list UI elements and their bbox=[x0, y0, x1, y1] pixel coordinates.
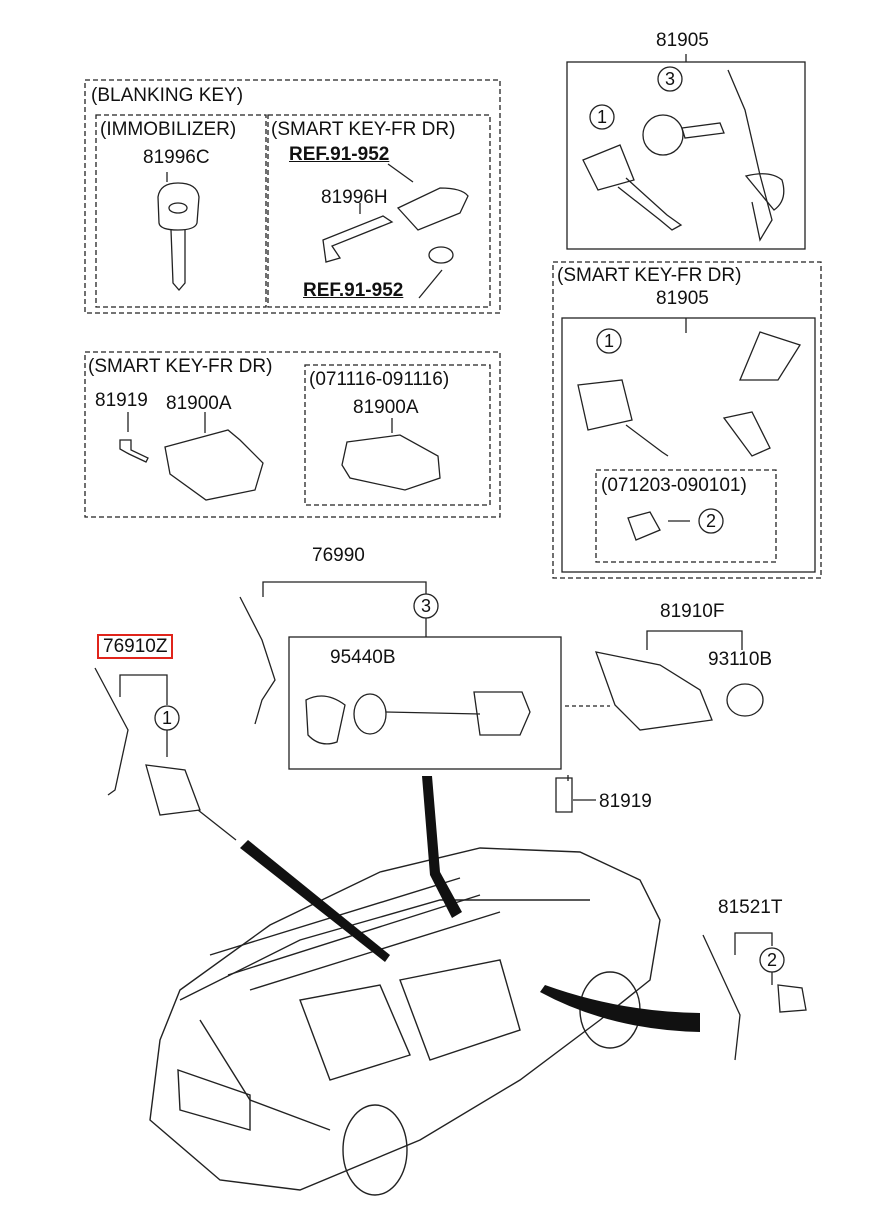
callout-1-smart: 1 bbox=[604, 331, 614, 351]
box-81905-smart bbox=[561, 317, 816, 573]
part-81905[interactable]: 81905 bbox=[656, 288, 709, 309]
group-period-2: (071203-090101) bbox=[601, 475, 747, 496]
box-95440b bbox=[288, 636, 562, 770]
part-81521t[interactable]: 81521T bbox=[718, 897, 783, 918]
part-81996c[interactable]: 81996C bbox=[143, 147, 210, 168]
part-81996h[interactable]: 81996H bbox=[321, 187, 388, 208]
callout-3-mid: 3 bbox=[421, 596, 431, 616]
part-76910z-highlighted[interactable]: 76910Z bbox=[97, 634, 174, 659]
part-81900a[interactable]: 81900A bbox=[166, 393, 232, 414]
part-81900a[interactable]: 81900A bbox=[353, 397, 419, 418]
key-drawings bbox=[119, 182, 469, 501]
part-76990[interactable]: 76990 bbox=[312, 545, 365, 566]
vehicle-outline bbox=[149, 847, 661, 1196]
group-immobilizer: (IMMOBILIZER) bbox=[100, 119, 237, 140]
part-81919[interactable]: 81919 bbox=[599, 791, 652, 812]
pointer-arrows bbox=[240, 776, 700, 1032]
ref-91-952-link[interactable]: REF.91-952 bbox=[289, 144, 390, 165]
callout-1-top: 1 bbox=[597, 107, 607, 127]
ref-91-952-link[interactable]: REF.91-952 bbox=[303, 280, 404, 301]
part-95440b[interactable]: 95440B bbox=[330, 647, 396, 668]
group-smart-key-2: (SMART KEY-FR DR) bbox=[88, 356, 273, 377]
lock-cylinders bbox=[94, 69, 807, 1061]
group-blanking-key: (BLANKING KEY) bbox=[91, 85, 244, 106]
box-81905-top bbox=[566, 61, 806, 250]
group-smart-key-3: (SMART KEY-FR DR) bbox=[557, 265, 742, 286]
part-81905[interactable]: 81905 bbox=[656, 30, 709, 51]
callout-3-top: 3 bbox=[665, 69, 675, 89]
group-smart-key-1: (SMART KEY-FR DR) bbox=[271, 119, 456, 140]
group-frames bbox=[84, 79, 822, 579]
callout-1-left: 1 bbox=[162, 708, 172, 728]
callout-2-smart: 2 bbox=[706, 511, 716, 531]
part-81910f[interactable]: 81910F bbox=[660, 601, 725, 622]
part-81919[interactable]: 81919 bbox=[95, 390, 148, 411]
callout-2-right: 2 bbox=[767, 950, 777, 970]
group-period-1: (071116-091116) bbox=[309, 369, 450, 390]
part-93110b[interactable]: 93110B bbox=[708, 649, 773, 670]
